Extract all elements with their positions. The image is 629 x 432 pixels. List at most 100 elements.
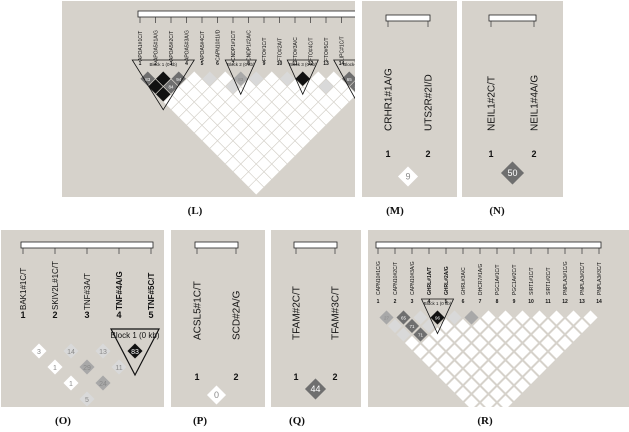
physical-map-bar: [194, 241, 239, 249]
marker-label: CAPN10#2C/T: [393, 262, 399, 295]
ld-cell: [62, 342, 80, 360]
ld-cell: [455, 335, 471, 351]
ld-cell: [412, 343, 429, 360]
physical-map-bar: [488, 14, 537, 22]
haplotype-block: [420, 298, 455, 335]
marker-label: PNPLA3#3C/T: [597, 262, 603, 295]
ld-cell: [557, 318, 573, 334]
ld-cell: [472, 335, 488, 351]
ld-cell: [206, 384, 227, 406]
marker-label: TNF#4A/G: [115, 271, 124, 310]
ld-cell: [489, 386, 505, 402]
ld-cell: [30, 342, 48, 360]
marker-label: FTO#2A/T: [277, 38, 283, 61]
marker-label: CAPN10#1I/D: [215, 29, 221, 61]
ld-cell: [493, 403, 501, 407]
ld-cell: [463, 326, 480, 343]
marker-number: 6: [216, 61, 219, 67]
ld-value: 27: [384, 316, 390, 321]
ld-cell: [446, 377, 463, 394]
ld-cell: [378, 309, 395, 326]
ld-cell: [531, 343, 548, 360]
marker-number: 4: [116, 310, 121, 320]
ld-cell: [446, 309, 463, 326]
haplotype-block: [286, 59, 319, 96]
marker-number: 6: [462, 299, 465, 305]
ld-cell: [497, 343, 514, 360]
marker-number: 8: [496, 299, 499, 305]
ld-cell: [387, 318, 403, 334]
marker-number: 2: [531, 149, 536, 159]
ld-value: 44: [310, 384, 320, 394]
marker-number: 12: [562, 299, 568, 305]
ld-cell: [489, 369, 505, 385]
marker-label: TFAM#3C/T: [331, 286, 342, 340]
ld-cell: [455, 352, 471, 368]
ld-cell: [565, 309, 582, 326]
marker-label: APOA1#1C/T: [138, 31, 144, 61]
marker-number: 2: [394, 299, 397, 305]
marker-label: LIPC#1C/T: [339, 36, 345, 61]
marker-label: FTO#3A/C: [293, 37, 299, 61]
ld-cell: [438, 352, 454, 368]
marker-label: APOA5#1A/G: [153, 30, 159, 61]
marker-number: 14: [596, 299, 602, 305]
haplotype-block: [131, 59, 195, 111]
ld-value: 14: [67, 349, 75, 356]
ld-cell: [429, 326, 446, 343]
marker-number: 11: [545, 299, 551, 305]
marker-number: 1: [385, 149, 390, 159]
marker-number: 2: [233, 372, 238, 382]
ld-cell: [404, 335, 420, 351]
marker-label: CNDP1#1C/T: [231, 30, 237, 61]
marker-number: 10: [528, 299, 534, 305]
marker-number: 1: [194, 372, 199, 382]
marker-number: 1: [488, 149, 493, 159]
ld-cell: [489, 352, 505, 368]
ld-cell: [489, 318, 505, 334]
marker-number: 1: [377, 299, 380, 305]
ld-cell: [480, 360, 497, 377]
ld-cell: [472, 352, 488, 368]
marker-number: 2: [332, 372, 337, 382]
marker-number: 2: [52, 310, 57, 320]
marker-label: BAK1#1C/T: [19, 268, 28, 310]
marker-label: SIRT1#2C/T: [546, 267, 552, 295]
marker-number: 10: [277, 61, 283, 67]
ld-value: 83: [238, 77, 244, 82]
ld-value: 13: [99, 349, 107, 356]
ld-cell: [548, 326, 565, 343]
marker-number: 1: [139, 61, 142, 67]
marker-number: 13: [323, 61, 329, 67]
ld-cell: [523, 352, 539, 368]
ld-cell: [463, 343, 480, 360]
ld-value: 0: [214, 390, 219, 400]
ld-cell: [514, 343, 531, 360]
marker-number: 5: [201, 61, 204, 67]
marker-label: GHRL#3A/C: [461, 267, 467, 295]
marker-label: FTO#5C/T: [324, 37, 330, 61]
ld-cell: [438, 369, 454, 385]
ld-cell: [455, 369, 471, 385]
ld-cell: [497, 377, 514, 394]
ld-cell: [62, 374, 80, 392]
marker-number: 2: [425, 149, 430, 159]
panel-caption-M: (M): [386, 205, 404, 217]
marker-number: 3: [170, 61, 173, 67]
marker-number: 15: [354, 61, 355, 67]
ld-cell: [472, 318, 488, 334]
marker-number: 13: [579, 299, 585, 305]
ld-value: 5: [85, 397, 89, 404]
marker-label: PGC1A#1C/T: [495, 264, 501, 295]
marker-number: 1: [20, 310, 25, 320]
ld-cell: [472, 386, 488, 402]
marker-number: 4: [185, 61, 188, 67]
ld-cell: [514, 360, 531, 377]
ld-value: 3: [37, 349, 41, 356]
ld-cell: [472, 369, 488, 385]
ld-cell: [455, 386, 471, 402]
marker-label: GHRL#2A/G: [444, 266, 450, 295]
